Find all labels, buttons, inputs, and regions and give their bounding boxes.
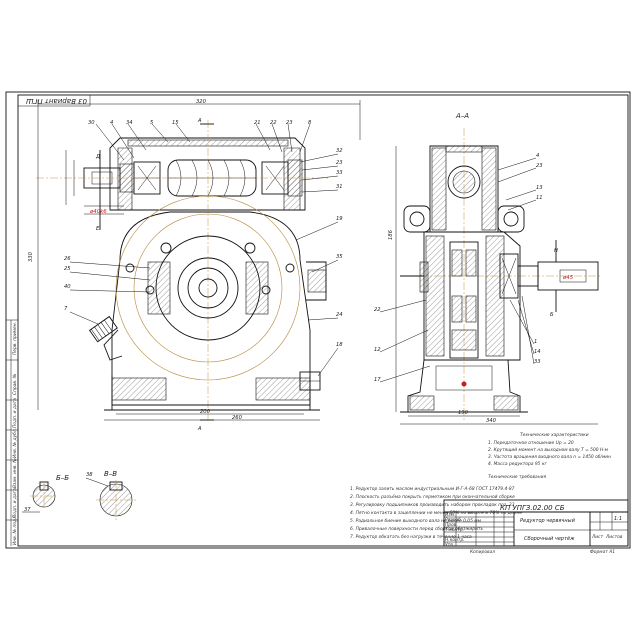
main-callouts: 30 4 34 5 15 21 22 23 8 32 23 33 31 19 2…	[64, 120, 343, 377]
callout-label: 11	[536, 195, 543, 201]
callout-label: 23	[286, 120, 293, 126]
callout-label: 22	[270, 120, 277, 126]
drawing-designation: КП УПГЗ.02.00 СБ	[500, 504, 565, 512]
section-bb-title: Б–Б	[56, 474, 69, 482]
callout-label: 19	[336, 216, 343, 222]
callout-label: 26	[64, 256, 71, 262]
callout-label: 33	[336, 170, 343, 176]
tb-row-label: Изм.	[445, 512, 455, 518]
callout-label: 1	[534, 339, 537, 345]
callout-label: 22	[374, 307, 381, 313]
section-mark-b: Б	[550, 312, 554, 318]
callout-label: 23	[336, 160, 343, 166]
main-view: 320 А А Д Е	[28, 99, 361, 432]
section-aa-view: А–А ø45	[374, 112, 600, 425]
section-mark-n: Н	[554, 248, 558, 254]
tech-req-item: 7. Редуктор обкатать без нагрузки в тече…	[350, 534, 472, 540]
side-strip-label: Инв. № подл.	[12, 515, 18, 545]
dim-right-overall: 340	[486, 418, 497, 424]
section-mark-top: А	[197, 118, 202, 124]
sheet-inner-frame	[17, 94, 629, 547]
callout-label: 25	[64, 266, 71, 272]
side-strip-label: Справ. №	[12, 373, 18, 395]
output-shaft-note: ø45	[562, 275, 574, 281]
tb-row-label: Т.контр.	[445, 527, 464, 533]
side-strip-label: Перв. примен.	[12, 322, 18, 355]
sheet-total-label: Листов	[605, 534, 623, 540]
dim-right-height: 186	[388, 229, 394, 240]
side-strip-label: Инв. № дубл.	[12, 428, 18, 458]
tech-char-item: 1. Передаточное отношение Uр = 20	[488, 440, 574, 446]
side-strip-label: Подп. и дата	[12, 488, 18, 518]
callout-label: 30	[88, 120, 95, 126]
svg-text:37: 37	[24, 507, 31, 513]
dim-red-note: ø40k6	[89, 209, 107, 215]
side-strip: Перв. примен. Справ. № Подп. и дата Инв.…	[6, 319, 18, 546]
section-aa-title: А–А	[455, 112, 469, 120]
callout-label: 23	[536, 163, 543, 169]
callout-label: 32	[336, 148, 343, 154]
section-vv-view: В–В 38	[85, 470, 136, 520]
callout-label: 40	[64, 284, 71, 290]
section-mark-bottom: А	[197, 426, 202, 432]
dim-height: 330	[28, 251, 34, 262]
svg-text:38: 38	[86, 472, 93, 478]
format-label: Формат А1	[590, 549, 615, 555]
tech-req-item: 4. Пятно контакта в зацеплении не менее …	[350, 510, 522, 516]
callout-label: 13	[536, 185, 543, 191]
tech-req-item: 2. Плоскость разъёма покрыть герметиком …	[350, 494, 515, 500]
callout-label: 4	[536, 153, 539, 159]
callout-label: 12	[374, 347, 381, 353]
callout-label: 5	[150, 120, 154, 126]
callout-label: 14	[534, 349, 541, 355]
drawing-title: Редуктор червячный	[520, 518, 576, 524]
drawing-scale: 1:1	[614, 516, 622, 522]
tech-char-heading: Технические характеристики	[520, 432, 589, 438]
dim-overall-width: 320	[196, 99, 207, 105]
callout-label: 31	[336, 184, 343, 190]
section-vv-title: В–В	[104, 470, 117, 478]
dim-base-total: 260	[232, 415, 243, 421]
callout-label: 24	[336, 312, 343, 318]
dim-base-width: 200	[200, 409, 211, 415]
tech-req-item: 6. Привалочные поверхности перед сборкой…	[350, 526, 483, 532]
callout-label: 7	[64, 306, 68, 312]
side-strip-label: Взам. инв. №	[12, 458, 18, 488]
tb-row-label: Н.контр.	[445, 537, 465, 543]
callout-label: 34	[126, 120, 133, 126]
dim-right-base: 190	[458, 410, 469, 416]
tech-req-item: 1. Редуктор залить маслом индустриальным…	[350, 486, 515, 492]
tb-row-label: Пров.	[445, 522, 458, 528]
tech-char-item: 4. Масса редуктора 95 кг	[488, 461, 548, 467]
tb-row-label: Утв.	[445, 542, 454, 548]
callout-label: 35	[336, 254, 343, 260]
section-mark-e: Е	[96, 226, 100, 232]
section-mark-d: Д	[95, 154, 100, 160]
section-bb-view: Б–Б 37	[22, 474, 69, 513]
title-block: КП УПГЗ.02.00 СБ Редуктор червячный Сбор…	[443, 499, 629, 555]
stamp-text: 03 Вариант ПГШ	[25, 97, 87, 105]
right-callouts: 4 23 13 11 22 12 17 1 14 33	[374, 153, 543, 383]
side-strip-label: Подп. и дата	[12, 398, 18, 428]
tb-row-label: Разраб.	[445, 517, 462, 523]
tech-req-item: 3. Регулировку подшипников производить н…	[350, 502, 515, 508]
callout-label: 4	[110, 120, 113, 126]
callout-label: 15	[172, 120, 179, 126]
sheet-number-label: Лист	[591, 534, 604, 540]
tech-char-item: 2. Крутящий момент на выходном валу Т = …	[488, 447, 609, 453]
callout-label: 17	[374, 377, 381, 383]
copied-label: Копировал	[470, 549, 495, 555]
callout-label: 21	[254, 120, 261, 126]
tech-req-item: 5. Радиальное биение выходного вала не б…	[350, 518, 482, 524]
callout-label: 18	[336, 342, 343, 348]
callout-label: 33	[534, 359, 541, 365]
top-left-stamp: 03 Вариант ПГШ	[18, 95, 91, 107]
callout-label: 8	[308, 120, 312, 126]
tech-char-item: 3. Частота вращения входного вала n = 14…	[488, 454, 611, 460]
tech-req-heading: Технические требования	[488, 474, 546, 480]
drawing-subtitle: Сборочный чертёж	[524, 536, 575, 542]
technical-notes: Технические характеристики 1. Передаточн…	[350, 432, 611, 540]
